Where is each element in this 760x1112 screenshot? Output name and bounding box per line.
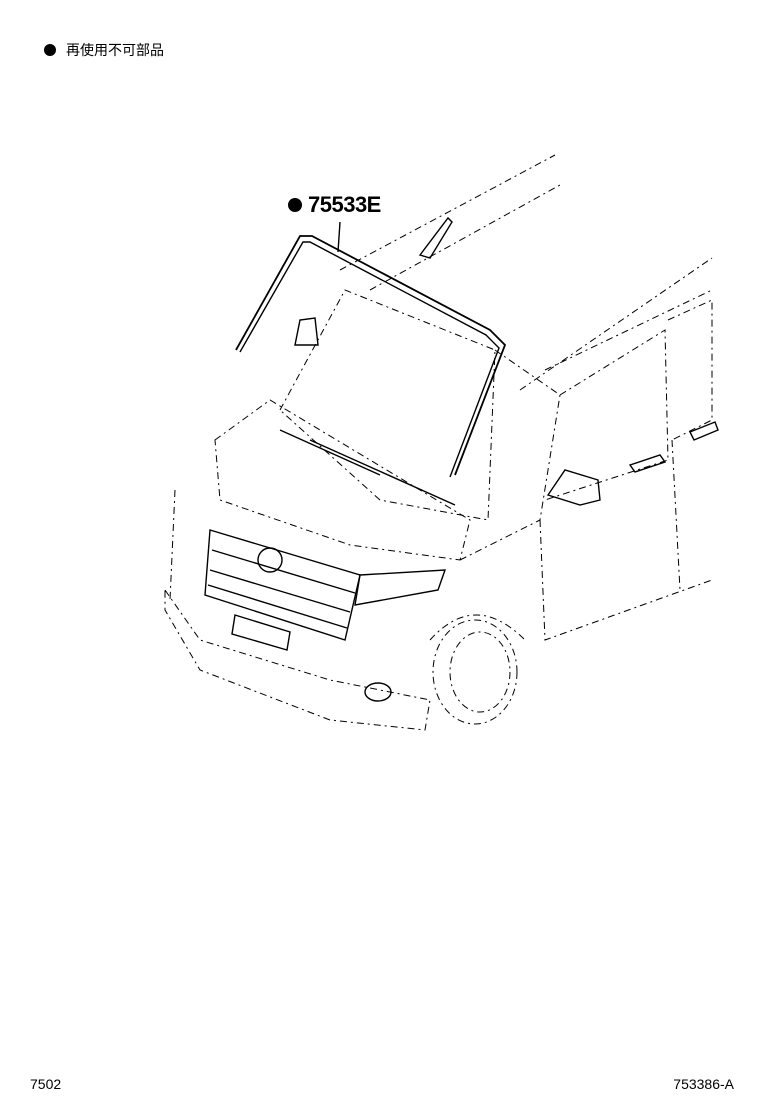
side-mirror [546,469,601,506]
rear-door-handle [689,421,719,441]
rear-door-window [667,299,713,441]
roof-line-mid [369,184,561,291]
figure-code: 753386-A [673,1076,734,1092]
leader-line [337,221,341,253]
front-grille [204,529,361,641]
front-wheel [432,619,518,725]
windshield-moulding-inner [239,241,500,478]
roof-rail [544,289,713,371]
legend-text: 再使用不可部品 [66,43,164,59]
grille-bar [209,569,351,613]
headlight [354,569,447,606]
left-side-mirror [294,317,319,346]
body-side-front [169,489,176,601]
windshield-moulding[interactable] [235,235,507,476]
roof-line-rear [519,257,713,391]
bullet-dot-icon [44,44,56,56]
front-bumper [164,588,431,731]
wiper-left [279,429,381,476]
bullet-dot-icon [288,198,302,212]
front-door-outline [539,519,713,641]
wheel-arch [429,614,526,641]
license-plate [231,614,291,651]
windshield-glass [279,289,496,521]
door-seam [671,439,681,591]
wiper-right [309,439,456,506]
front-door-window [544,329,669,501]
antenna [418,216,453,259]
hood [214,399,471,561]
fog-lamp [364,682,392,702]
front-wheel-hub [449,631,511,713]
grille-bar [211,549,356,594]
roof-line-front [339,154,556,271]
front-door-handle [628,454,667,473]
legend-non-reusable-part: 再使用不可部品 [44,40,164,60]
part-number-label: 75533E [308,192,381,217]
grille-bar [207,584,348,629]
emblem [257,547,283,573]
a-pillar [494,349,561,521]
fender-line [459,519,541,561]
part-callout[interactable]: 75533E [288,192,381,218]
diagram-code: 7502 [30,1076,62,1092]
